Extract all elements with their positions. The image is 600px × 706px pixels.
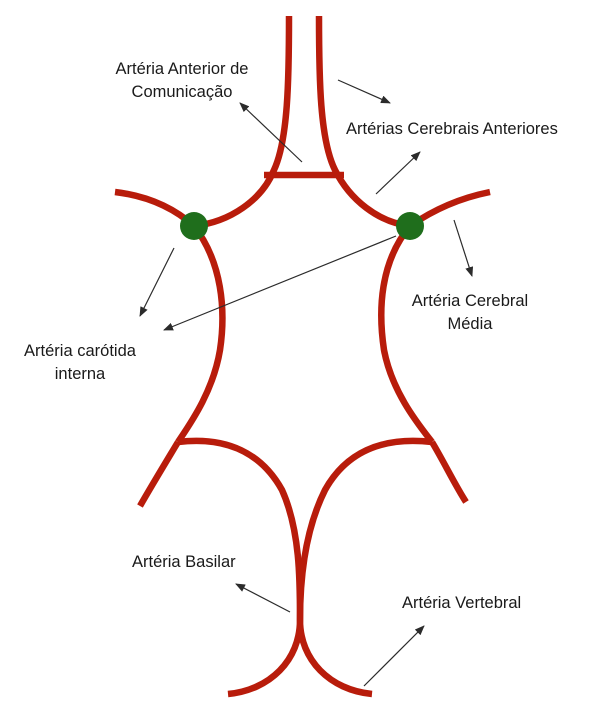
right-carotid-junction-node xyxy=(396,212,424,240)
anterior-cerebral-pointer-arrow-upper xyxy=(338,80,390,103)
left-posterior-communicating-artery xyxy=(178,226,222,442)
anterior-cerebral-arteries-label: Artérias Cerebrais Anteriores xyxy=(346,118,558,141)
basilar-pointer-arrow xyxy=(236,584,290,612)
internal-carotid-pointer-arrow-left xyxy=(140,248,174,316)
anterior-communicating-label-line2: Comunicação xyxy=(82,81,282,104)
basilar-artery-label: Artéria Basilar xyxy=(132,551,236,574)
internal-carotid-label-line2: interna xyxy=(10,363,150,386)
left-posterior-cerebral-artery xyxy=(140,442,178,506)
anterior-communicating-artery-label: Artéria Anterior de Comunicação xyxy=(82,58,282,104)
middle-cerebral-artery-label: Artéria Cerebral Média xyxy=(400,290,540,336)
right-posterior-cerebral-artery xyxy=(432,442,466,502)
vertebral-pointer-arrow xyxy=(364,626,424,686)
basilar-label-text: Artéria Basilar xyxy=(132,553,236,571)
middle-cerebral-label-line2: Média xyxy=(400,313,540,336)
anterior-communicating-pointer-arrow xyxy=(240,103,302,162)
vertebral-artery-label: Artéria Vertebral xyxy=(402,592,521,615)
internal-carotid-pointer-arrow-right xyxy=(164,236,396,330)
internal-carotid-label-line1: Artéria carótida xyxy=(10,340,150,363)
middle-cerebral-pointer-arrow xyxy=(454,220,472,276)
internal-carotid-artery-label: Artéria carótida interna xyxy=(10,340,150,386)
middle-cerebral-label-line1: Artéria Cerebral xyxy=(400,290,540,313)
anterior-communicating-label-line1: Artéria Anterior de xyxy=(82,58,282,81)
anterior-cerebral-pointer-arrow-lower xyxy=(376,152,420,194)
right-basilar-arch xyxy=(300,441,432,694)
anterior-cerebral-label-text: Artérias Cerebrais Anteriores xyxy=(346,120,558,138)
left-anterior-cerebral-artery xyxy=(194,16,289,226)
vertebral-label-text: Artéria Vertebral xyxy=(402,594,521,612)
left-carotid-junction-node xyxy=(180,212,208,240)
